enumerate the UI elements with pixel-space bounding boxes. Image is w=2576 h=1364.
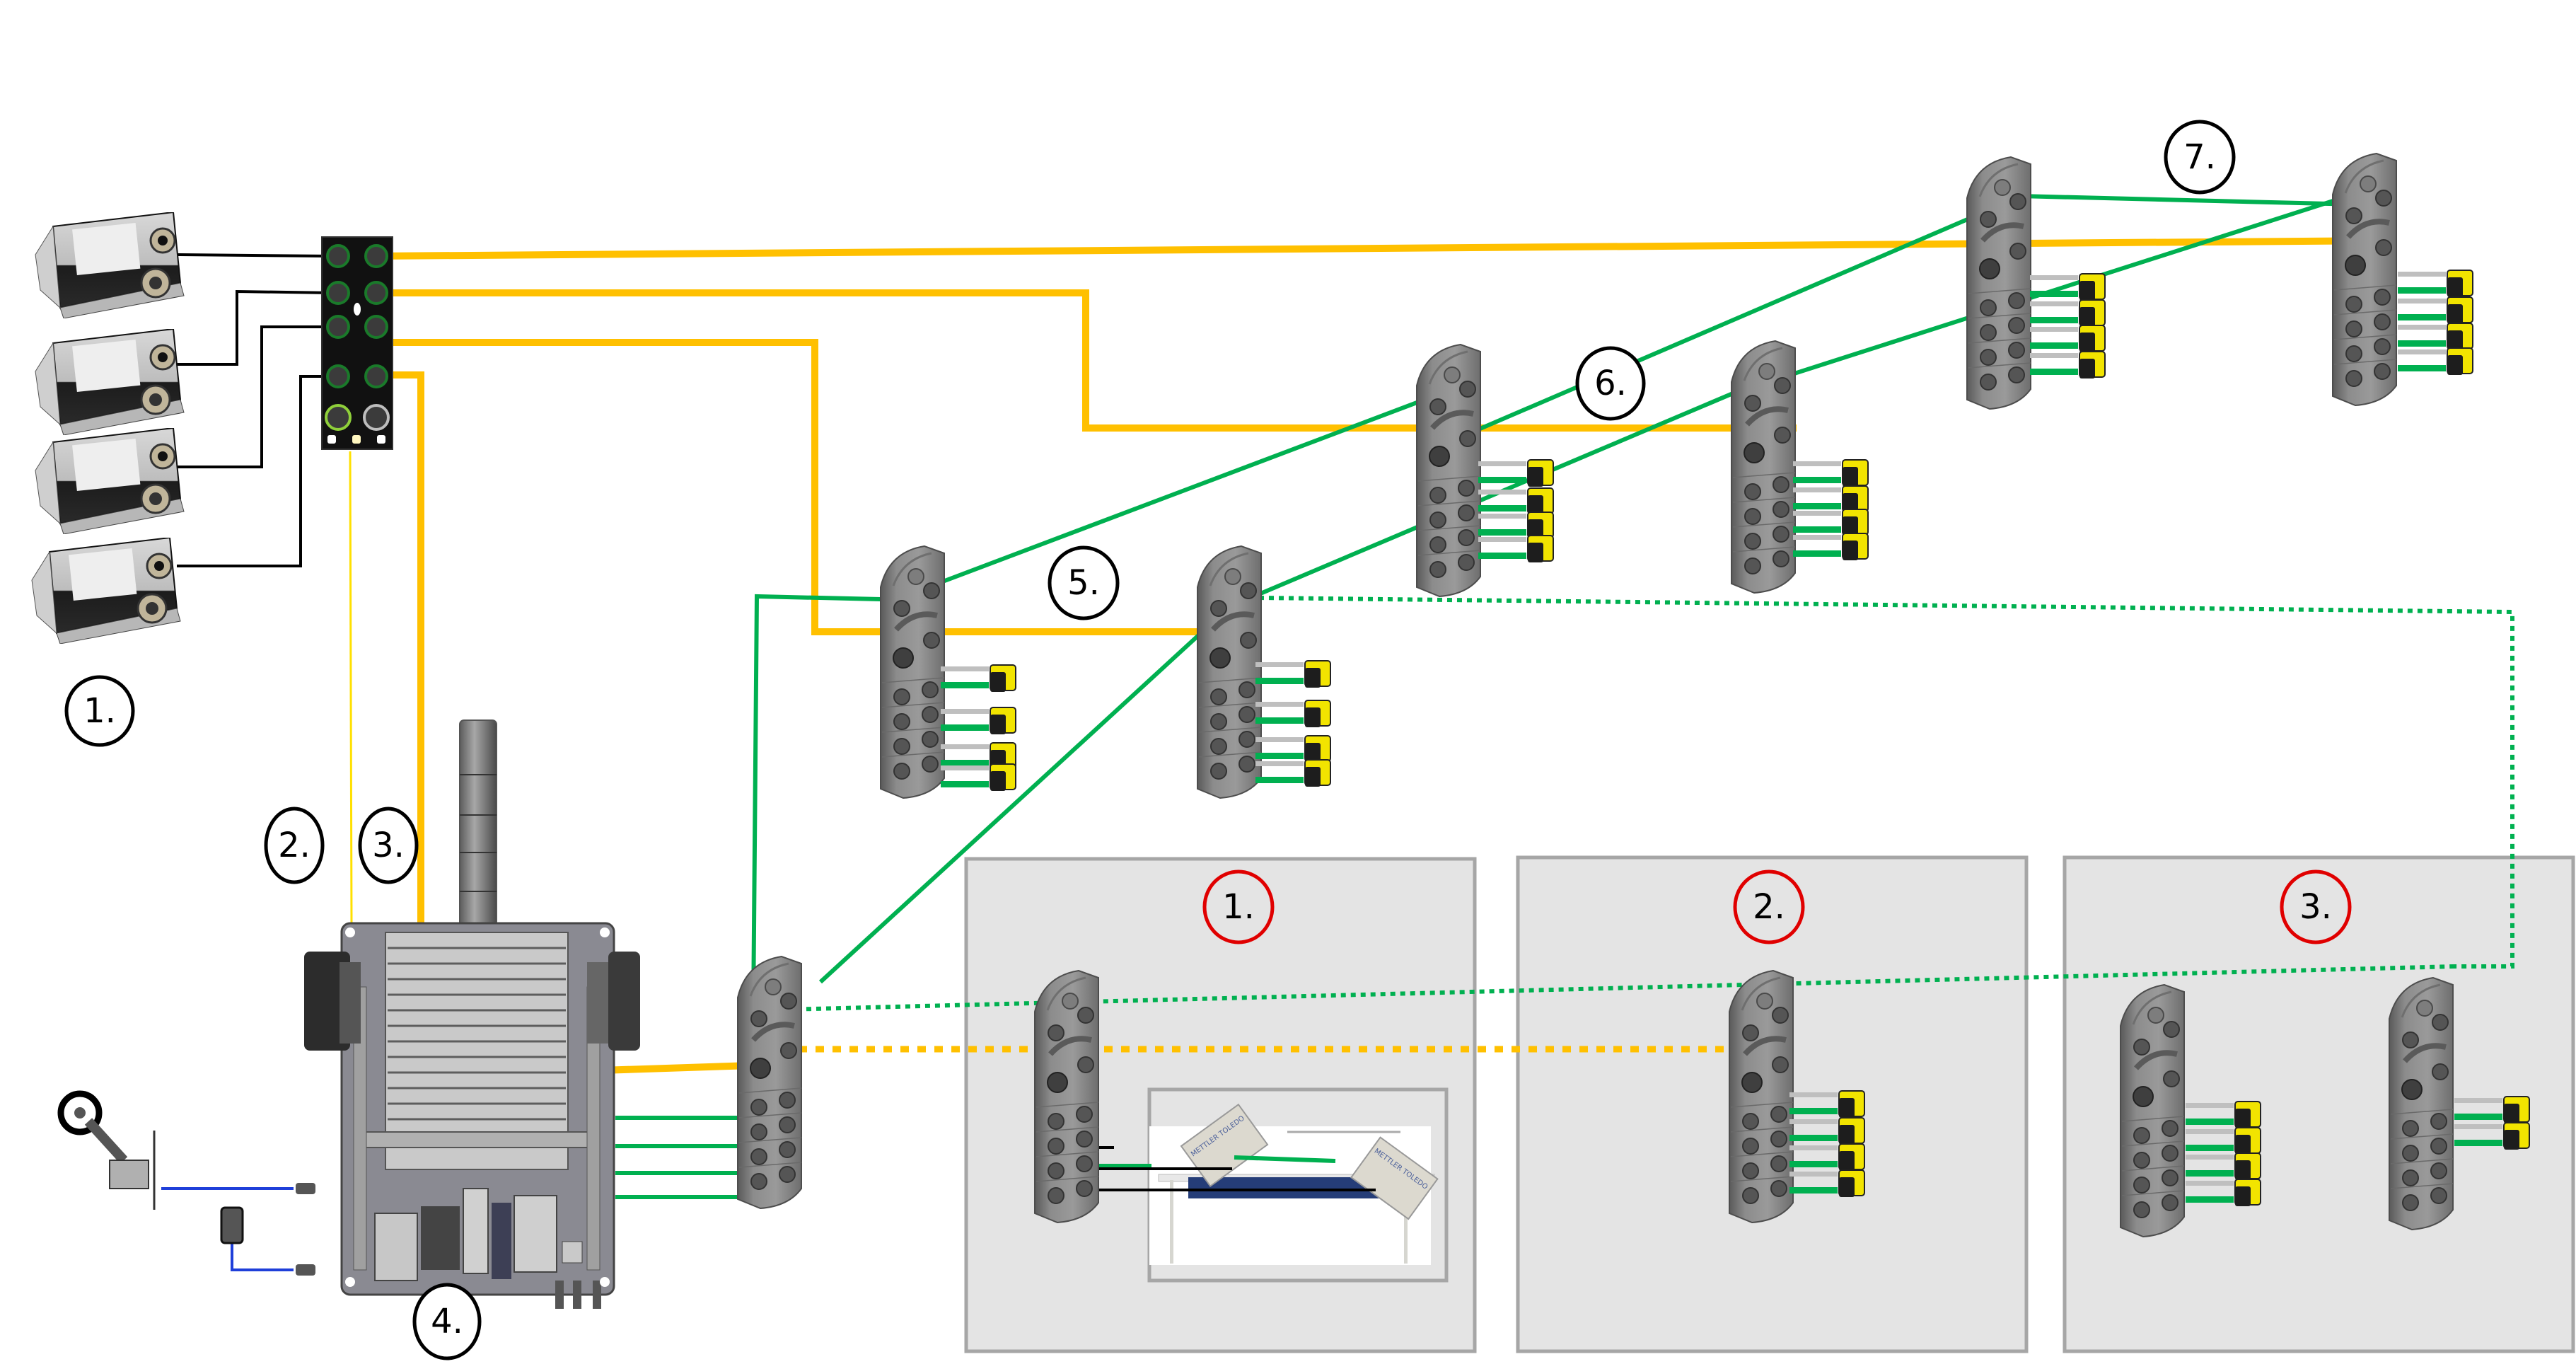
io-module-cabinet [738, 956, 801, 1208]
label-1: 1. [64, 675, 135, 747]
io-module-6b [1731, 341, 1795, 593]
label-1-text: 1. [83, 691, 116, 731]
zone-2-label: 2. [1733, 869, 1805, 944]
power-supply-2 [34, 329, 185, 435]
label-4-text: 4. [431, 1302, 463, 1341]
rotary-encoder [57, 1090, 156, 1210]
sensor-group-5b [1254, 659, 1332, 788]
weighing-scale-inset: METTLER TOLEDO METTLER TOLEDO [1147, 1087, 1449, 1283]
label-3-text: 3. [372, 826, 405, 865]
label-6: 6. [1575, 346, 1646, 421]
zone-1-label-text: 1. [1222, 887, 1255, 927]
label-2-text: 2. [278, 826, 311, 865]
sensor-group-7b [2396, 269, 2474, 376]
thin-power-cable [349, 451, 353, 924]
label-5: 5. [1048, 545, 1120, 620]
sensor-connectors [296, 1183, 315, 1276]
sensor-group-5a [939, 664, 1017, 792]
label-2: 2. [264, 807, 325, 884]
io-module-6a [1417, 345, 1480, 596]
power-supply-4 [30, 538, 182, 644]
distribution-hub [321, 236, 393, 450]
scale-head-left: METTLER TOLEDO [1180, 1103, 1269, 1188]
sensor-cables [161, 1187, 294, 1271]
io-module-zone-1 [1035, 971, 1098, 1223]
scale-head-right: METTLER TOLEDO [1350, 1136, 1439, 1220]
io-module-zone-3b [2389, 978, 2453, 1230]
io-module-zone-3a [2120, 985, 2184, 1237]
io-module-5b [1197, 546, 1261, 798]
io-module-5a [881, 546, 944, 798]
sensor-group-7a [2029, 272, 2106, 380]
power-supply-3 [34, 428, 185, 534]
sensor-group-6a [1477, 458, 1555, 564]
psu-signal-cables [176, 253, 333, 567]
control-cabinet [304, 922, 640, 1309]
proximity-sensor [220, 1206, 244, 1244]
sensor-group-6b [1792, 458, 1869, 562]
label-6-text: 6. [1594, 364, 1627, 403]
label-3: 3. [358, 807, 419, 884]
label-5-text: 5. [1067, 563, 1100, 603]
ethernet-cables [615, 183, 2384, 1199]
io-module-zone-2 [1729, 971, 1793, 1223]
io-module-7b [2333, 154, 2396, 405]
label-4: 4. [412, 1283, 482, 1360]
label-7-text: 7. [2183, 137, 2216, 177]
zone-1-label: 1. [1202, 869, 1275, 944]
label-7: 7. [2164, 120, 2236, 195]
zone-3-label-text: 3. [2299, 887, 2332, 927]
zone-3-label: 3. [2280, 869, 2352, 944]
zone-2-label-text: 2. [1753, 887, 1785, 927]
power-supply-1 [34, 212, 185, 318]
io-module-7a [1967, 157, 2031, 409]
